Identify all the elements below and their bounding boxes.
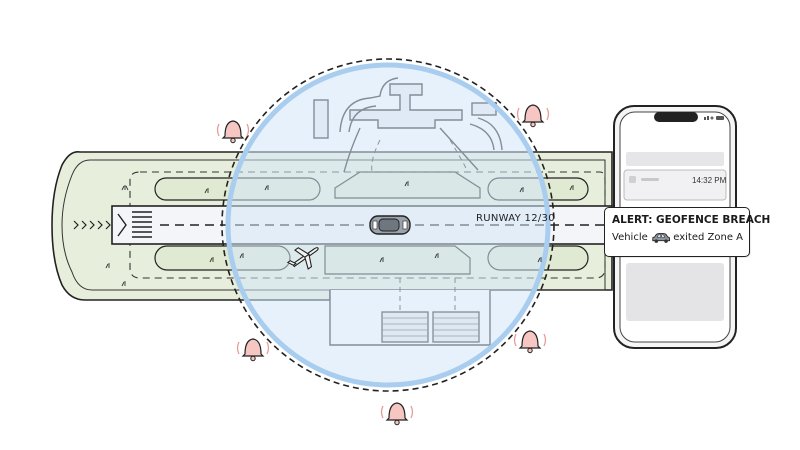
bell-icon-bottom-left [236,338,270,362]
alert-message-prefix: Vehicle [612,232,648,243]
bell-icon-bottom-right [513,330,547,354]
notification-card[interactable] [623,169,727,201]
notification-time: 14:32 PM [692,176,727,185]
bell-icon-bottom [380,402,414,426]
approach-chevrons [73,220,111,230]
bell-icon-top-right [516,104,550,128]
placeholder-block [626,263,724,321]
runway-label: RUNWAY 12/30 [476,213,555,224]
status-bar-icons [704,116,724,120]
alert-message-suffix: exited Zone A [673,232,743,243]
grass-tufts [105,181,574,287]
car-icon [369,215,411,235]
airplane-icon [286,247,319,270]
bell-icon-top-left [216,120,250,144]
geofence-alert[interactable]: ALERT: GEOFENCE BREACH Vehicle exited Zo… [604,207,771,257]
alert-message: Vehicle exited Zone A [612,231,743,245]
alert-title: ALERT: GEOFENCE BREACH [612,214,771,226]
placeholder-bar-top [626,152,724,166]
car-icon [652,233,670,243]
